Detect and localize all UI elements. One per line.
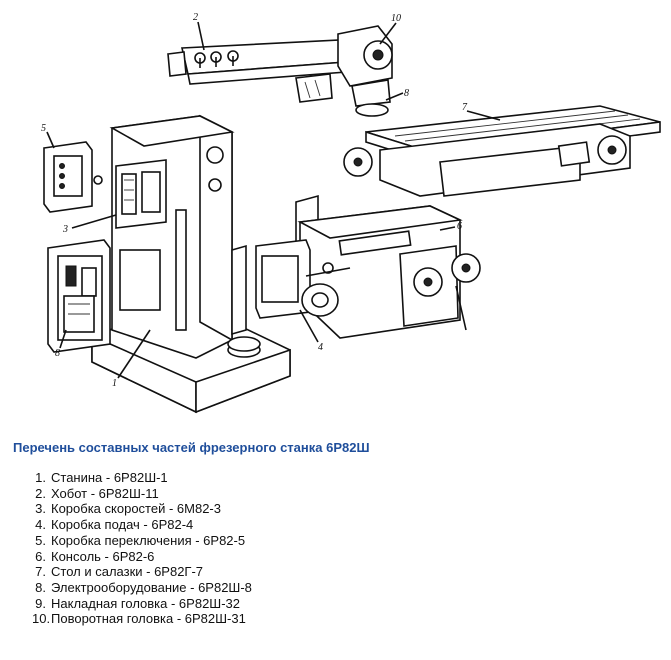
item-text: Коробка скоростей - 6М82-3 (51, 501, 221, 517)
electrical-cabinet (47, 239, 111, 353)
ram-overarm (167, 39, 348, 103)
list-item: 8. Электрооборудование - 6Р82Ш-8 (32, 580, 252, 596)
callout-2: 2 (193, 12, 198, 23)
item-text: Станина - 6Р82Ш-1 (51, 470, 168, 485)
item-number: 8. (35, 579, 46, 595)
list-item: 5. Коробка переключения - 6Р82-5 (32, 533, 252, 549)
item-text: Поворотная головка - 6Р82Ш-31 (51, 611, 246, 627)
speed-gearbox (115, 159, 167, 229)
parts-list-title: Перечень составных частей фрезерного ста… (13, 440, 370, 455)
item-text: Стол и салазки - 6Р82Г-7 (51, 564, 204, 580)
list-item: 6. Консоль - 6Р82-6 (32, 549, 252, 565)
list-item: 2. Хобот - 6Р82Ш-11 (32, 486, 252, 502)
item-number: 5. (35, 532, 46, 548)
table-and-saddle (343, 105, 661, 197)
callout-10: 10 (391, 13, 401, 24)
item-number: 2. (35, 485, 46, 501)
item-text: Электрооборудование - 6Р82Ш-8 (51, 579, 252, 595)
list-item: 3. Коробка скоростей - 6М82-3 (32, 501, 252, 517)
item-text: Коробка подач - 6Р82-4 (51, 517, 194, 533)
item-number: 10. (32, 611, 51, 627)
feed-gearbox (255, 239, 351, 319)
callout-6: 6 (457, 221, 462, 232)
item-number: 9. (35, 595, 46, 611)
item-text: Коробка переключения - 6Р82-5 (51, 532, 246, 548)
knee-console (295, 194, 481, 339)
list-item: 9. Накладная головка - 6Р82Ш-32 (32, 596, 252, 612)
switch-box (43, 141, 103, 213)
list-item: 4. Коробка подач - 6Р82-4 (32, 517, 252, 533)
list-item: 1. Станина - 6Р82Ш-1 (32, 470, 252, 486)
callout-1: 1 (112, 378, 117, 389)
callout-7: 7 (462, 102, 468, 113)
list-item: 7. Стол и салазки - 6Р82Г-7 (32, 564, 252, 580)
exploded-machine-drawing: 2 10 8 7 5 3 6 8 1 4 (41, 12, 661, 414)
callout-3: 3 (62, 224, 68, 235)
item-text: Хобот - 6Р82Ш-11 (51, 485, 159, 501)
item-text: Консоль - 6Р82-6 (51, 548, 155, 564)
item-text: Накладная головка - 6Р82Ш-32 (51, 595, 241, 611)
callout-4: 4 (318, 342, 323, 353)
parts-list: 1. Станина - 6Р82Ш-1 2. Хобот - 6Р82Ш-11 3… (32, 470, 252, 627)
callout-8: 8 (55, 348, 60, 359)
leader-lines (46, 21, 501, 379)
item-number: 4. (35, 517, 46, 533)
callout-5: 5 (41, 123, 46, 134)
item-number: 6. (35, 548, 46, 564)
list-item: 10.Поворотная головка - 6Р82Ш-31 (32, 611, 252, 627)
swivel-head (337, 25, 393, 117)
item-number: 1. (35, 470, 46, 485)
callout-8-head: 8 (404, 88, 409, 99)
item-number: 3. (35, 501, 46, 517)
item-number: 7. (35, 564, 46, 580)
